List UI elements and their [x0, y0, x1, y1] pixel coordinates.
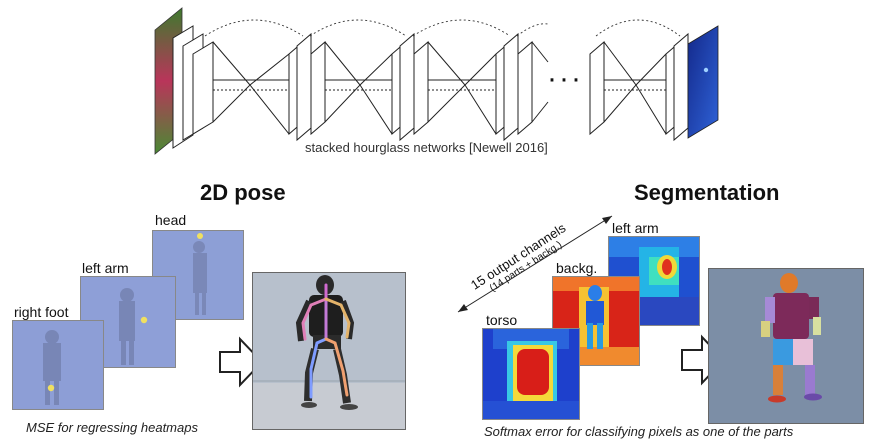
- hourglass-2: [310, 32, 415, 142]
- pose-title: 2D pose: [200, 180, 286, 205]
- head-hotspot: [197, 233, 203, 239]
- segmentation-title: Segmentation: [634, 180, 780, 205]
- seg-left-arm: [765, 297, 775, 323]
- right-foot-hotspot: [47, 384, 55, 392]
- seg-label-left-arm: left arm: [612, 220, 659, 236]
- left-arm-hotspot: [140, 316, 148, 324]
- pose-arrow: [219, 336, 264, 388]
- heatmap-label-right-foot: right foot: [14, 304, 69, 320]
- skip-connections: [204, 19, 681, 37]
- hourglass-1: [172, 25, 312, 149]
- hourglass-last: [589, 32, 689, 142]
- pose-output-image: [252, 272, 406, 430]
- segmentation-output-image: [708, 268, 864, 424]
- channels-double-arrow: [457, 215, 613, 313]
- pose-skeleton: [301, 283, 351, 399]
- output-hotspot: [703, 67, 709, 73]
- seg-label-torso: torso: [486, 312, 518, 328]
- seg-label-backg: backg.: [556, 260, 598, 276]
- hourglass-3: [413, 32, 519, 142]
- hourglass-4: [517, 40, 549, 136]
- hourglass-network-diagram: [154, 7, 719, 155]
- seg-torso: [773, 293, 809, 339]
- pose-caption: MSE for regressing heatmaps: [26, 420, 198, 435]
- seg-right-upper-leg: [793, 339, 813, 365]
- seg-heatmap-torso: [482, 328, 580, 420]
- ellipsis: ···: [547, 62, 583, 95]
- heatmap-label-left-arm: left arm: [82, 260, 129, 276]
- seg-right-arm: [809, 297, 819, 319]
- seg-left-upper-leg: [773, 339, 793, 365]
- heatmap-label-head: head: [155, 212, 187, 228]
- segmentation-caption: Softmax error for classifying pixels as …: [484, 424, 794, 439]
- network-caption: stacked hourglass networks [Newell 2016]: [305, 140, 548, 155]
- pose-heatmap-right-foot: [12, 320, 104, 410]
- output-heatmap-slab: [687, 25, 719, 139]
- seg-head: [780, 273, 798, 293]
